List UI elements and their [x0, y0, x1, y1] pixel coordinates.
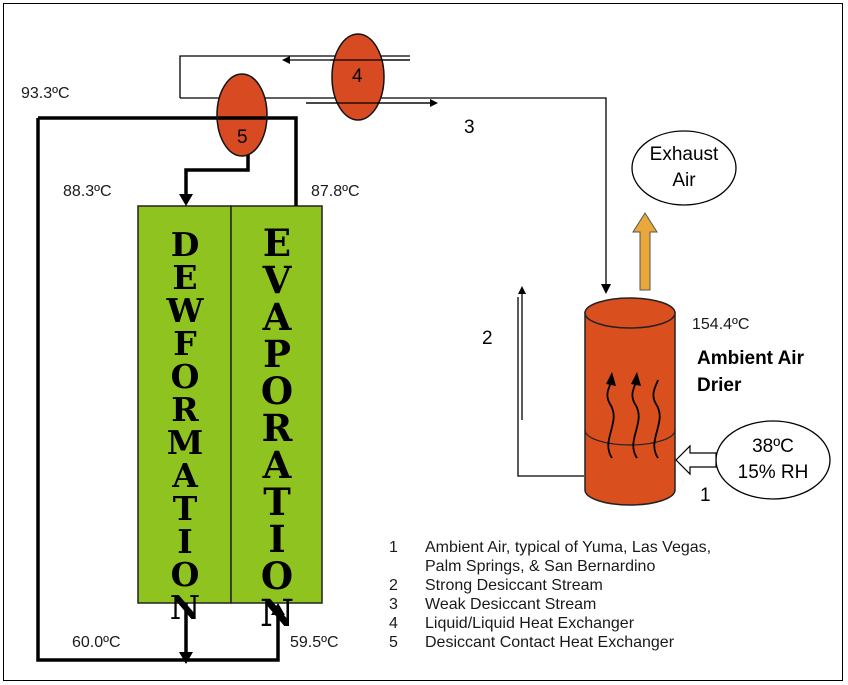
legend-text: Strong Desiccant Stream	[425, 577, 603, 594]
dewformation-letter: W	[166, 291, 204, 330]
thin-loop-lines	[179, 55, 607, 477]
exhaust-air-bubble	[631, 130, 737, 206]
legend-text: Ambient Air, typical of Yuma, Las Vegas,…	[425, 539, 712, 575]
ambient-label: 38ºC 15% RH	[716, 434, 830, 486]
drier-label: Ambient Air Drier	[697, 345, 804, 399]
arrow-into-evap-bottom	[271, 603, 285, 615]
legend-text: Liquid/Liquid Heat Exchanger	[425, 615, 635, 632]
legend-number: 1	[389, 539, 398, 556]
stream-1-label: 1	[700, 485, 711, 506]
legend-text: Weak Desiccant Stream	[425, 596, 597, 613]
dewformation-letter: M	[166, 423, 204, 462]
drier-cylinder	[584, 297, 676, 506]
evaporation-letter: A	[262, 295, 292, 339]
dewformation-letter: T	[172, 489, 198, 528]
dewformation-letter: D	[170, 225, 200, 264]
legend-item: 5 Desiccant Contact Heat Exchanger	[389, 633, 711, 652]
dewformation-column	[137, 205, 232, 604]
evaporation-letter: O	[260, 369, 294, 413]
arrow-into-dew-top	[179, 194, 193, 206]
diagram-frame	[3, 3, 843, 681]
legend: 1 Ambient Air, typical of Yuma, Las Vegas…	[389, 538, 711, 652]
evaporation-letter: R	[261, 406, 293, 450]
exhaust-line1: Exhaust	[649, 144, 719, 165]
evaporation-column	[230, 205, 323, 604]
stream-3-label: 3	[464, 117, 475, 138]
temp-evap-top: 87.8ºC	[311, 183, 360, 200]
ambient-line1: 38ºC	[752, 436, 794, 457]
stream-2-label: 2	[482, 328, 493, 349]
legend-item: 4 Liquid/Liquid Heat Exchanger	[389, 614, 711, 633]
exhaust-line2: Air	[672, 170, 696, 191]
arrow-into-drier-top	[601, 284, 611, 294]
temp-drier: 154.4ºC	[692, 316, 750, 333]
ambient-line2: 15% RH	[737, 462, 809, 483]
dewformation-letter: N	[169, 588, 201, 627]
exhaust-label: Exhaust Air	[632, 142, 736, 194]
heat-exchanger-5-label: 5	[237, 127, 248, 148]
drier-line1: Ambient Air	[697, 348, 804, 369]
heat-exchanger-5	[216, 73, 268, 157]
heat-exchanger-4	[331, 33, 385, 121]
dewformation-letter: I	[177, 522, 193, 561]
evaporation-letter: V	[262, 258, 292, 302]
dewformation-letter: R	[171, 390, 199, 429]
legend-number: 4	[389, 615, 398, 632]
evaporation-letter: O	[260, 554, 294, 598]
dewformation-letter: F	[173, 324, 197, 363]
legend-item: 1 Ambient Air, typical of Yuma, Las Vegas…	[389, 538, 711, 576]
heat-exchanger-4-label: 4	[352, 66, 363, 87]
temp-top-left: 93.3ºC	[21, 85, 70, 102]
legend-number: 5	[389, 634, 398, 651]
exhaust-arrow	[632, 212, 658, 291]
arrow-dew-bottom	[179, 652, 193, 664]
legend-item: 3 Weak Desiccant Stream	[389, 595, 711, 614]
dewformation-letter: O	[170, 357, 200, 396]
drier-line2: Drier	[697, 375, 742, 396]
dewformation-letter: O	[170, 555, 200, 594]
legend-number: 3	[389, 596, 398, 613]
evaporation-letter: N	[260, 591, 294, 635]
ambient-air-arrow	[675, 444, 717, 476]
evaporation-letter: E	[262, 221, 292, 265]
dewformation-letter: A	[172, 456, 198, 495]
evaporation-letter: T	[263, 480, 291, 524]
evaporation-letter: I	[268, 517, 286, 561]
evaporation-letter: P	[263, 332, 291, 376]
legend-item: 2 Strong Desiccant Stream	[389, 576, 711, 595]
dewformation-letter: E	[172, 258, 198, 297]
temp-evap-bottom: 59.5ºC	[290, 634, 339, 651]
legend-text: Desiccant Contact Heat Exchanger	[425, 634, 675, 651]
temp-dew-bottom: 60.0ºC	[72, 634, 121, 651]
temp-dew-top: 88.3ºC	[63, 183, 112, 200]
legend-number: 2	[389, 577, 398, 594]
evaporation-letter: A	[262, 443, 292, 487]
